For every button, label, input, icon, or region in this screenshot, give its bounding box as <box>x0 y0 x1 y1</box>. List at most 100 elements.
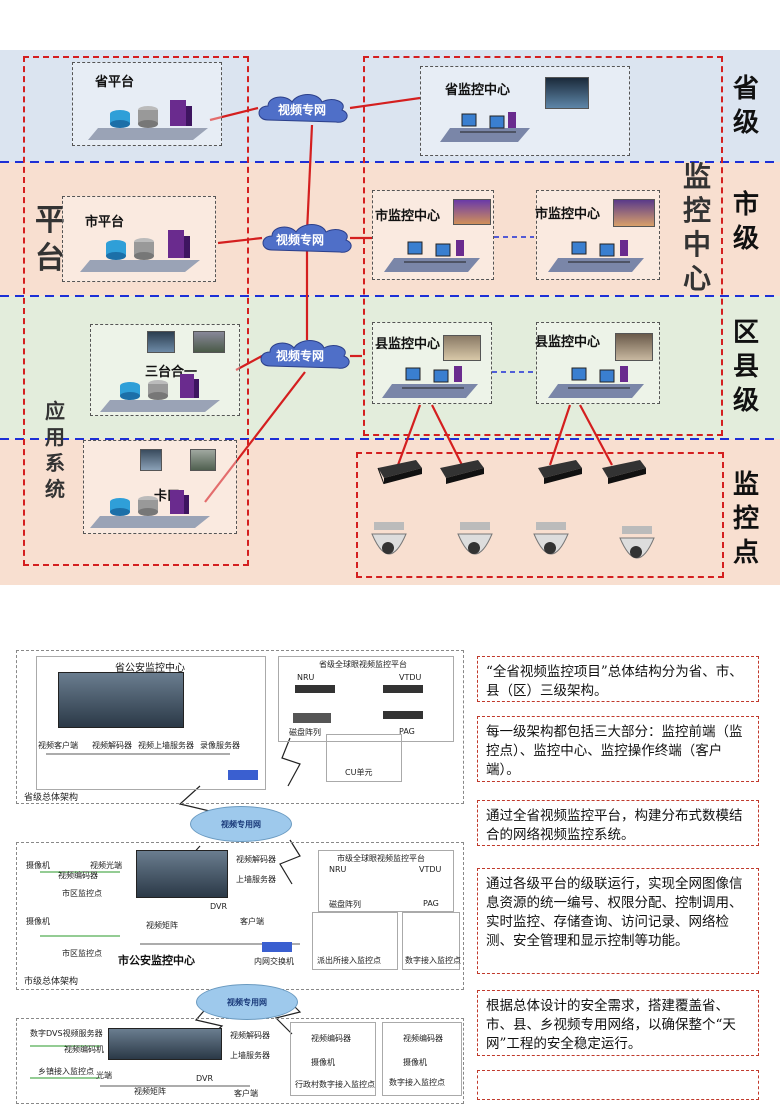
device-label: 视频编码器 <box>311 1034 351 1043</box>
band-city <box>0 162 780 296</box>
digital-point-panel: 数字接入监控点 <box>402 912 461 970</box>
note-6 <box>477 1070 759 1100</box>
app-system-label: 应用系统 <box>45 399 65 501</box>
cu-panel: CU单元 <box>326 734 402 782</box>
device-label: 视频编码机 <box>64 1045 104 1054</box>
device-label: PAG <box>399 727 415 736</box>
device-label: VTDU <box>399 673 422 682</box>
note-3: 通过全省视频监控平台，构建分布式数模结合的网络视频监控系统。 <box>477 800 759 846</box>
panel-title: 省级全球眼视频监控平台 <box>319 660 407 669</box>
device-label: DVR <box>210 902 228 911</box>
device-label: 光端 <box>96 1071 112 1080</box>
encoder-icon <box>440 460 484 484</box>
camera-dome-icon <box>619 526 655 559</box>
photo <box>140 449 162 471</box>
encoder-icon <box>538 460 582 484</box>
device-label: VTDU <box>419 865 442 874</box>
cloud-label: 视频专用网 <box>227 998 267 1007</box>
device-label: 市区监控点 <box>62 949 102 958</box>
workstation-icon <box>548 366 644 398</box>
rack-icon <box>293 713 331 723</box>
device-label: 客户端 <box>234 1089 258 1098</box>
city-global-platform-panel: 市级全球眼视频监控平台 NRU VTDU 磁盘阵列 PAG <box>318 850 454 912</box>
device-label: 视频解码器 <box>230 1031 270 1040</box>
device-label: 视频矩阵 <box>134 1087 166 1096</box>
switch-icon <box>228 770 258 780</box>
monitor-center-label: 监控中心 <box>682 160 711 295</box>
global-platform-panel: 省级全球眼视频监控平台 NRU VTDU 磁盘阵列 PAG <box>278 656 454 742</box>
video-wall <box>136 850 228 898</box>
station-point-panel: 派出所接入监控点 <box>312 912 398 970</box>
county-center-node-2: 县监控中心 <box>535 322 660 404</box>
monitor-point-group <box>356 452 724 578</box>
server-group-icon <box>100 374 220 412</box>
village-point-panel: 视频编码器 摄像机 行政村数字接入监控点 <box>290 1022 376 1096</box>
video-wall <box>58 672 184 728</box>
server-group-icon <box>80 230 200 272</box>
workstation-icon <box>440 112 530 142</box>
digital-point-panel-2: 视频编码器 摄像机 数字接入监控点 <box>382 1022 462 1096</box>
device-label: 派出所接入监控点 <box>317 956 381 965</box>
platform-group <box>23 56 249 566</box>
device-label: 乡镇接入监控点 <box>38 1067 94 1076</box>
device-label: CU单元 <box>345 768 373 777</box>
device-label: 录像服务器 <box>200 741 240 750</box>
panel-title: 市级全球眼视频监控平台 <box>337 854 425 863</box>
photo <box>147 331 175 353</box>
province-arch-frame <box>16 650 464 804</box>
node-label: 市监控中心 <box>375 209 441 224</box>
device-label: 数字DVS视频服务器 <box>30 1029 103 1038</box>
device-label: 数字接入监控点 <box>389 1078 445 1087</box>
video-net-cloud: 视频专网 <box>256 92 352 126</box>
node-label: 市监控中心 <box>535 207 601 222</box>
cloud-label: 视频专网 <box>276 349 325 363</box>
video-wall <box>108 1028 222 1060</box>
arch-label: 市级总体架构 <box>24 977 79 987</box>
cloud-label: 视频专网 <box>276 233 325 247</box>
encoder-icon <box>377 460 422 485</box>
level-point: 监控点 <box>732 470 759 568</box>
cloud-label: 视频专网 <box>278 103 327 117</box>
device-label: 上墙服务器 <box>230 1051 270 1060</box>
private-net-cloud: 视频专用网 <box>196 984 298 1020</box>
device-label: 摄像机 <box>403 1058 427 1067</box>
photo <box>453 199 491 225</box>
device-label: 视频客户端 <box>38 741 78 750</box>
device-label: 内网交换机 <box>254 957 294 966</box>
device-label: DVR <box>196 1074 214 1083</box>
node-label: 市平台 <box>85 215 125 230</box>
photo <box>613 199 655 227</box>
device-label: 摄像机 <box>26 917 50 926</box>
device-label: 市区监控点 <box>62 889 102 898</box>
photo <box>190 449 216 471</box>
device-label: 数字接入监控点 <box>405 956 461 965</box>
rack-icon <box>383 711 423 719</box>
camera-dome-icon <box>371 522 407 555</box>
private-net-cloud: 视频专用网 <box>190 806 292 842</box>
server-group-icon <box>88 100 208 140</box>
device-label: 视频上墙服务器 <box>138 741 194 750</box>
band-province <box>0 50 780 162</box>
device-label: 行政村数字接入监控点 <box>295 1080 375 1089</box>
device-label: 视频解码器 <box>236 855 276 864</box>
note-1: “全省视频监控项目”总体结构分为省、市、县（区）三级架构。 <box>477 656 759 702</box>
note-5: 根据总体设计的安全需求，搭建覆盖省、市、县、乡视频专用网络，以确保整个“天网”工… <box>477 990 759 1056</box>
device-label: 摄像机 <box>26 861 50 870</box>
rack-icon <box>383 685 423 693</box>
center-label: 市公安监控中心 <box>118 954 195 967</box>
device-label: 磁盘阵列 <box>289 728 321 737</box>
platform-label: 平台 <box>35 203 65 276</box>
device-label: 视频光端 <box>90 861 122 870</box>
device-label: 视频编码器 <box>403 1034 443 1043</box>
device-label: 磁盘阵列 <box>329 900 361 909</box>
photo <box>193 331 225 353</box>
encoder-icon <box>602 460 646 484</box>
cloud-label: 视频专用网 <box>221 820 261 829</box>
note-2: 每一级架构都包括三大部分：监控前端（监控点）、监控中心、监控操作终端（客户端）。 <box>477 716 759 782</box>
workstation-icon <box>384 240 480 272</box>
device-label: NRU <box>329 865 347 874</box>
panel-title: 省公安监控中心 <box>115 663 185 674</box>
node-label: 省监控中心 <box>445 83 511 98</box>
camera-dome-icon <box>457 522 493 555</box>
device-label: 视频解码器 <box>92 741 132 750</box>
